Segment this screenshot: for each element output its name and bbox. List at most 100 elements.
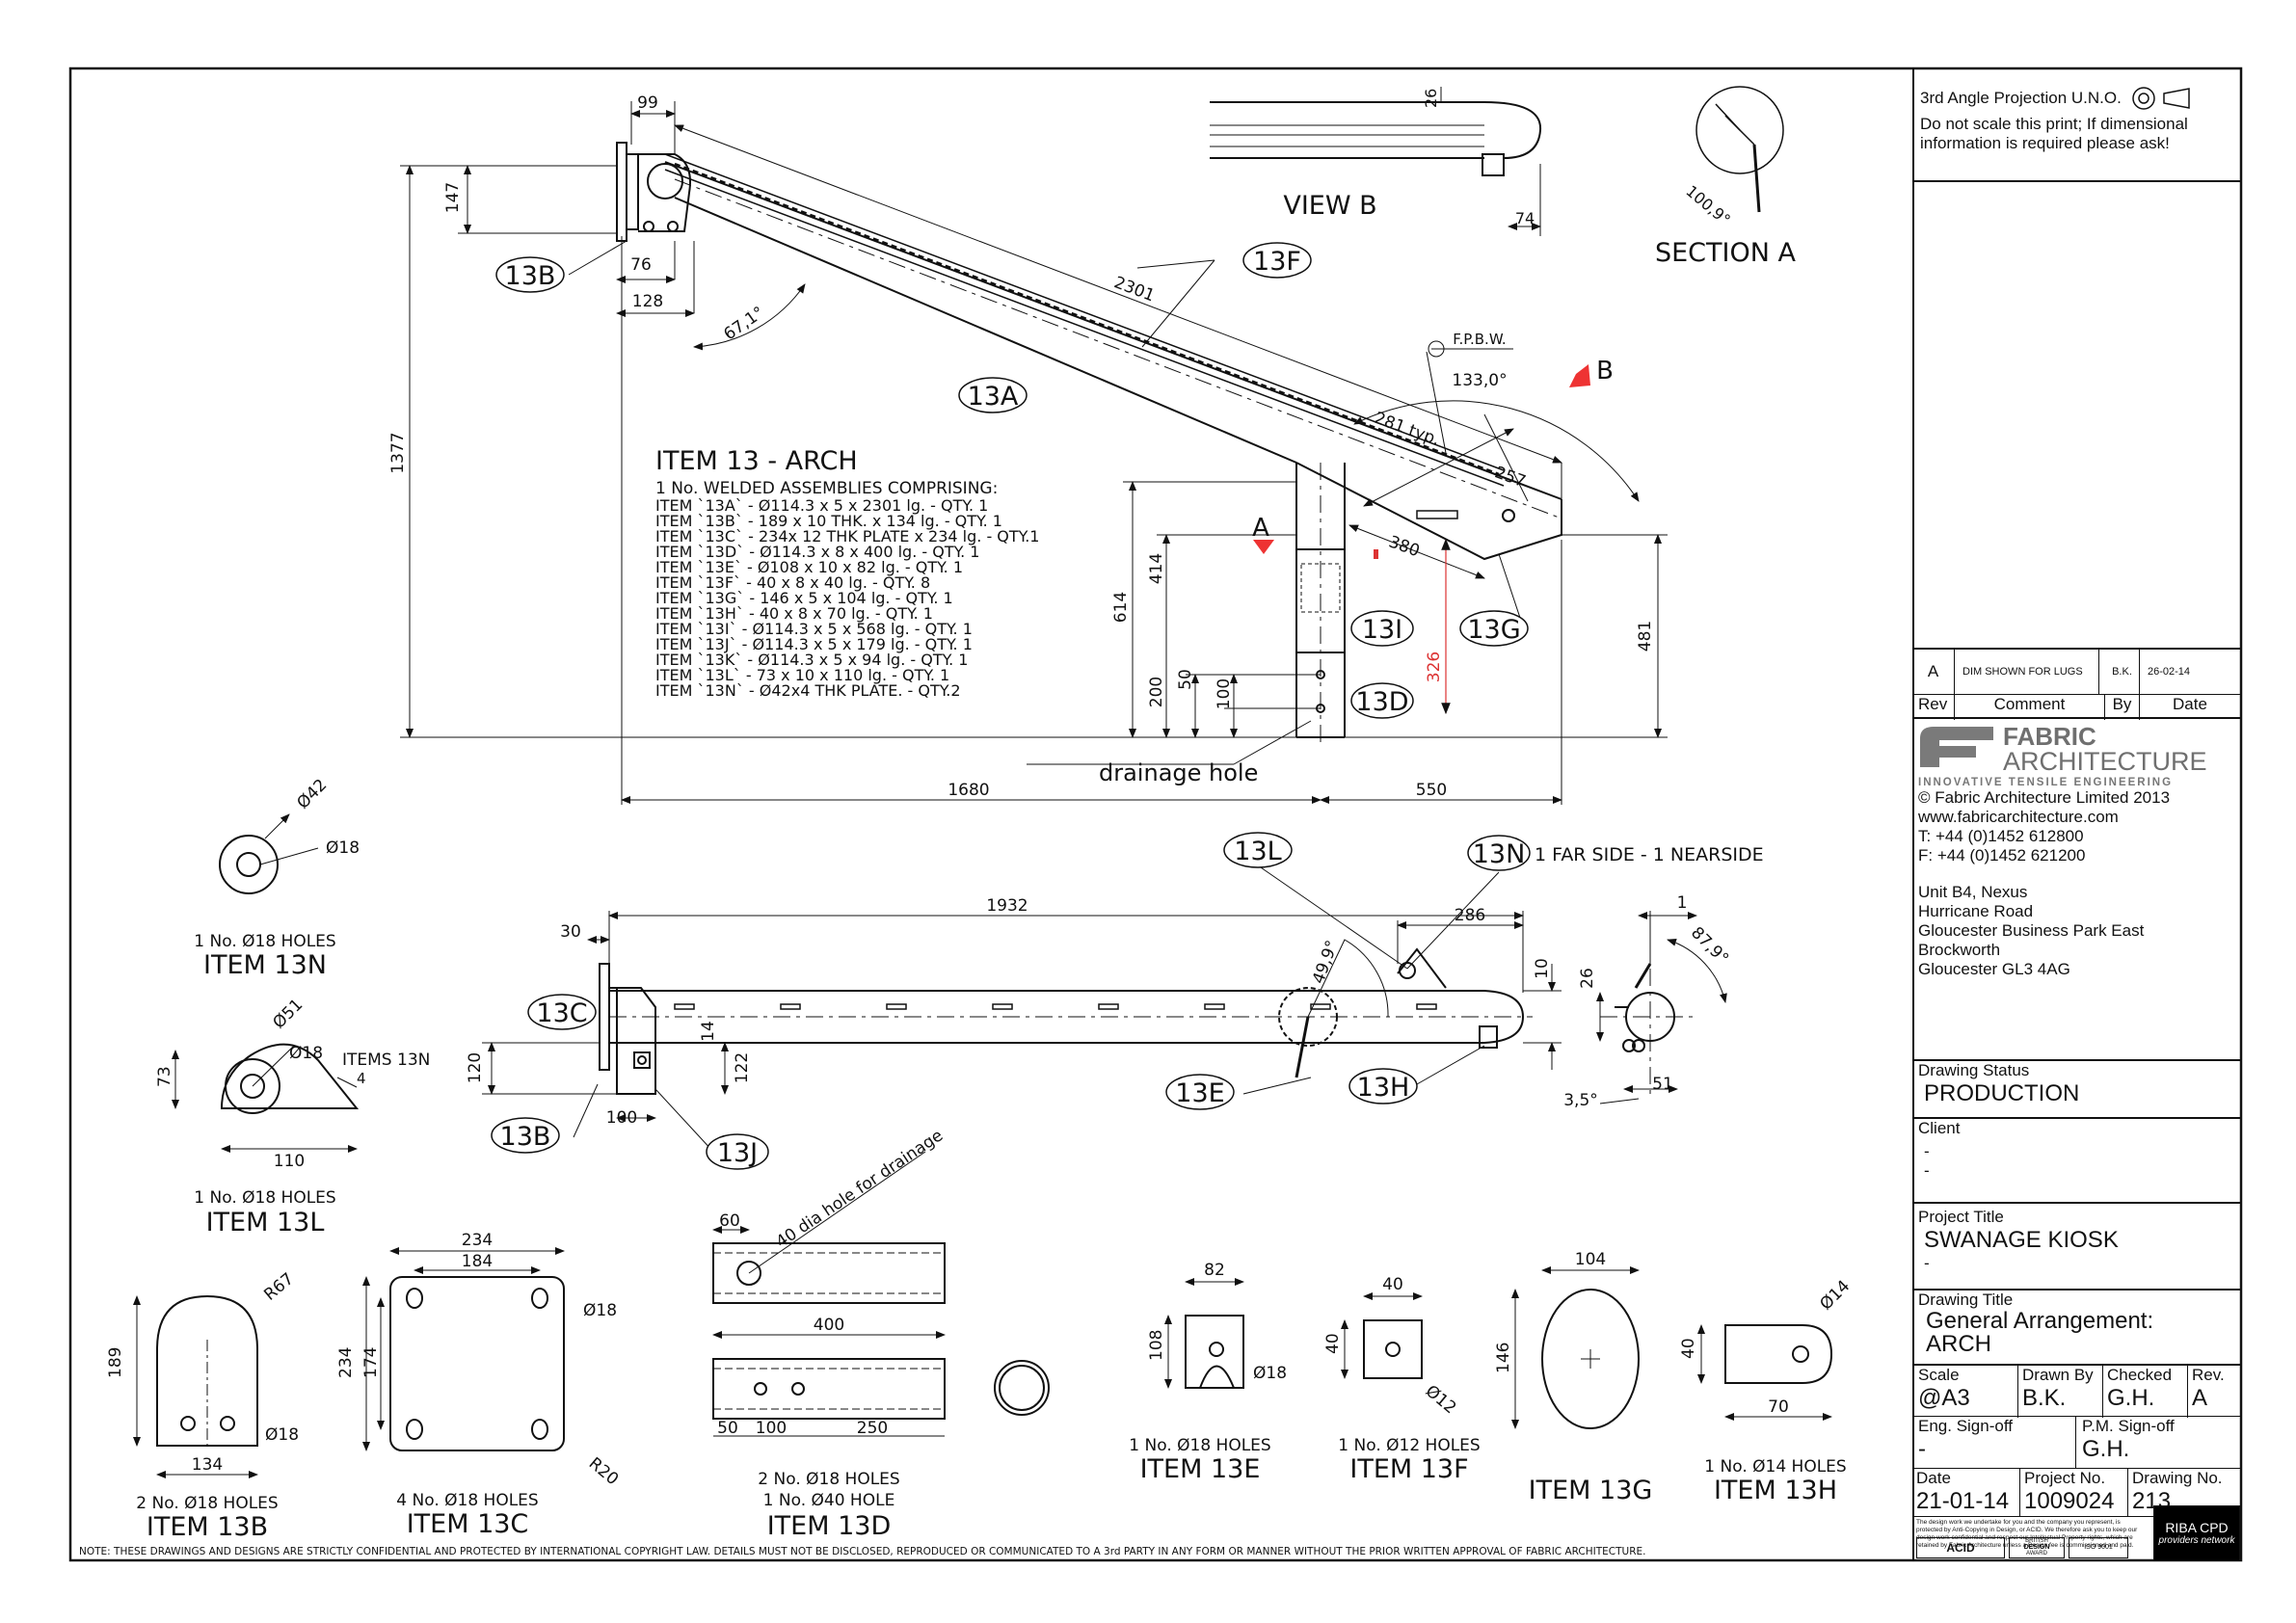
logo-row: ACID BRITISH DESIGN AWARD ISO 9001 bbox=[1916, 1537, 2151, 1558]
rev-row-date: 26-02-14 bbox=[2148, 666, 2191, 678]
view-b-arrow-icon bbox=[1569, 364, 1590, 387]
dim-128: 128 bbox=[632, 292, 663, 311]
checked-label: Checked bbox=[2107, 1366, 2173, 1384]
13l-dim-110: 110 bbox=[274, 1152, 305, 1171]
side-dim-10: 10 bbox=[1533, 958, 1552, 979]
dim-76: 76 bbox=[630, 255, 652, 275]
13d-title: ITEM 13D bbox=[767, 1511, 892, 1541]
view-b bbox=[1210, 87, 1542, 236]
detail-13b bbox=[133, 1294, 258, 1478]
13g-dim-146: 146 bbox=[1494, 1343, 1513, 1373]
drawing-no-label: Drawing No. bbox=[2132, 1469, 2223, 1487]
projection-label: 3rd Angle Projection U.N.O. bbox=[1920, 89, 2122, 107]
company-name-2: ARCHITECTURE bbox=[2003, 747, 2207, 776]
13b-holes: 2 No. Ø18 HOLES bbox=[136, 1494, 278, 1513]
end-angle-87: 87,9° bbox=[1687, 923, 1732, 969]
callout-13l: 13L bbox=[1234, 837, 1281, 866]
company-copyright: © Fabric Architecture Limited 2013 bbox=[1918, 788, 2171, 807]
rev-row-by: B.K. bbox=[2105, 650, 2140, 694]
callout-13h: 13H bbox=[1357, 1073, 1410, 1103]
date-label: Date bbox=[1916, 1469, 1951, 1487]
13d-drain-note: 40 dia hole for drainage bbox=[773, 1126, 948, 1252]
date-value: 21-01-14 bbox=[1916, 1488, 2010, 1514]
13c-dim-234b: 234 bbox=[336, 1347, 356, 1378]
item-line: ITEM `13J` - Ø114.3 x 5 x 179 lg. - QTY.… bbox=[655, 635, 973, 653]
drawing-title-line-1: General Arrangement: bbox=[1926, 1308, 2154, 1334]
13c-dim-174: 174 bbox=[361, 1347, 381, 1378]
client-line-1: - bbox=[1924, 1142, 1930, 1160]
dim-147: 147 bbox=[443, 182, 463, 213]
arch-dimensions bbox=[400, 101, 1668, 805]
13c-r20: R20 bbox=[585, 1454, 622, 1490]
dim-481: 481 bbox=[1636, 621, 1655, 652]
revision-table: A DIM SHOWN FOR LUGS B.K. 26-02-14 Rev C… bbox=[1912, 648, 2240, 721]
13h-title: ITEM 13H bbox=[1714, 1476, 1837, 1505]
drawing-title-line-2: ARCH bbox=[1926, 1331, 1992, 1357]
13l-note-qty: 4 bbox=[357, 1070, 366, 1087]
drawing-status-block: Drawing Status PRODUCTION bbox=[1912, 1059, 2240, 1117]
item-line: ITEM `13H` - 40 x 8 x 70 lg. - QTY. 1 bbox=[655, 604, 933, 623]
section-a-angle: 100,9° bbox=[1682, 182, 1733, 229]
13b-dim-134: 134 bbox=[192, 1455, 223, 1475]
item-line: ITEM `13A` - Ø114.3 x 5 x 2301 lg. - QTY… bbox=[655, 496, 988, 515]
address-line: Gloucester GL3 4AG bbox=[1918, 960, 2070, 978]
13d-dim-60: 60 bbox=[719, 1211, 740, 1231]
pm-signoff-value: G.H. bbox=[2082, 1436, 2130, 1462]
13e-holes: 1 No. Ø18 HOLES bbox=[1129, 1436, 1270, 1455]
drainage-hole-label: drainage hole bbox=[1099, 759, 1258, 786]
13d-dim-100: 100 bbox=[756, 1419, 787, 1438]
13c-dim-234a: 234 bbox=[462, 1231, 493, 1250]
callout-13b: 13B bbox=[505, 261, 556, 291]
side-callouts bbox=[491, 832, 1531, 1170]
13c-holes: 4 No. Ø18 HOLES bbox=[396, 1491, 538, 1510]
view-b-dim-74: 74 bbox=[1515, 209, 1535, 227]
company-block: FABRIC ARCHITECTURE INNOVATIVE TENSILE E… bbox=[1912, 724, 2240, 995]
13b-title: ITEM 13B bbox=[147, 1512, 268, 1542]
item-line: ITEM `13N` - Ø42x4 THK PLATE. - QTY.2 bbox=[655, 681, 961, 700]
rev-head-by: By bbox=[2105, 695, 2140, 720]
13f-dim-40b: 40 bbox=[1323, 1333, 1343, 1354]
client-label: Client bbox=[1918, 1119, 1961, 1137]
item-subtitle: 1 No. WELDED ASSEMBLIES COMPRISING: bbox=[655, 479, 998, 498]
rev-header: Rev Comment By Date bbox=[1912, 694, 2240, 721]
company-phone: T: +44 (0)1452 612800 bbox=[1918, 827, 2084, 845]
13d-dim-250: 250 bbox=[857, 1419, 888, 1438]
dim-614: 614 bbox=[1111, 592, 1131, 623]
section-a-marker: A bbox=[1252, 514, 1269, 543]
project-title-label: Project Title bbox=[1918, 1208, 2004, 1226]
view-b-dim-26: 26 bbox=[1422, 89, 1440, 108]
side-dim-120: 120 bbox=[466, 1052, 485, 1083]
view-b-marker: B bbox=[1596, 357, 1614, 386]
dim-2301: 2301 bbox=[1111, 273, 1158, 306]
side-dimensions bbox=[482, 865, 1727, 1153]
section-a-arrow-icon bbox=[1253, 540, 1274, 554]
company-website[interactable]: www.fabricarchitecture.com bbox=[1918, 808, 2119, 826]
angle-133: 133,0° bbox=[1452, 371, 1507, 390]
13e-dim-108: 108 bbox=[1147, 1330, 1166, 1361]
dim-100: 100 bbox=[1215, 678, 1234, 709]
red-mark bbox=[1374, 549, 1378, 559]
british-design-award-logo: BRITISH DESIGN AWARD bbox=[2009, 1537, 2065, 1558]
side-elevation bbox=[599, 947, 1696, 1099]
address-line: Unit B4, Nexus bbox=[1918, 883, 2028, 901]
callout-13a: 13A bbox=[968, 382, 1019, 412]
13d-dim-50: 50 bbox=[717, 1419, 738, 1438]
item-line: ITEM `13L` - 73 x 10 x 110 lg. - QTY. 1 bbox=[655, 666, 949, 684]
dim-1377: 1377 bbox=[388, 432, 408, 473]
13h-dim-14: Ø14 bbox=[1816, 1277, 1854, 1315]
13l-dim-73: 73 bbox=[155, 1066, 174, 1087]
13g-title: ITEM 13G bbox=[1529, 1476, 1653, 1505]
design-text: DESIGN bbox=[2023, 1543, 2050, 1551]
13b-r67: R67 bbox=[260, 1269, 297, 1305]
tb-frame bbox=[1912, 68, 2240, 1560]
callout-13n: 13N bbox=[1473, 839, 1526, 869]
project-no-value: 1009024 bbox=[2024, 1488, 2115, 1514]
detail-13h bbox=[1697, 1324, 1833, 1421]
side-dim-286: 286 bbox=[1455, 906, 1485, 925]
side-dim-1932: 1932 bbox=[986, 896, 1028, 916]
callout-13n-note: 1 FAR SIDE - 1 NEARSIDE bbox=[1535, 844, 1764, 865]
providers-text: providers network bbox=[2158, 1535, 2235, 1546]
scale-value: @A3 bbox=[1918, 1385, 1970, 1411]
detail-13d bbox=[712, 1151, 1050, 1437]
